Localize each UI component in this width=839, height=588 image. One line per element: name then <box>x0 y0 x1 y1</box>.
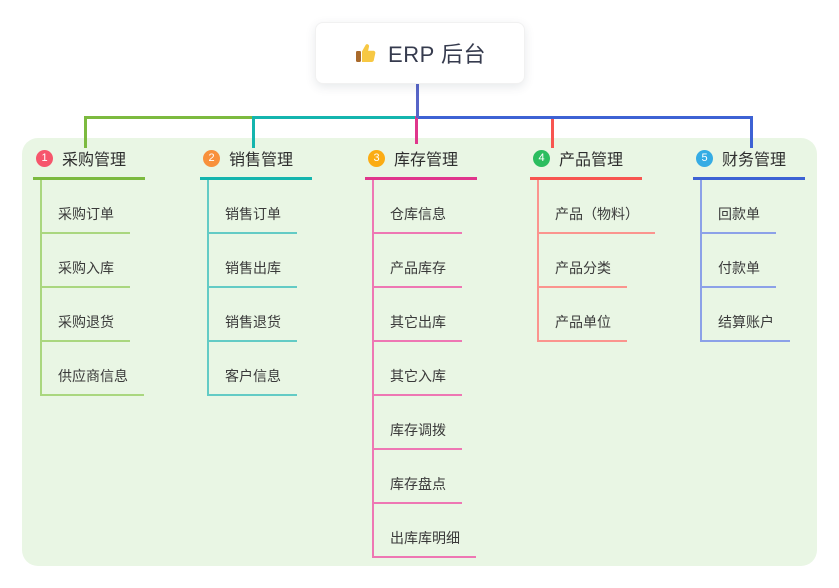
branch-sales: 2 销售管理 销售订单 销售出库 销售退货 客户信息 <box>200 146 370 396</box>
branch-number-badge: 1 <box>36 149 53 167</box>
child-label: 采购退货 <box>42 312 130 342</box>
child-node[interactable]: 采购入库 <box>42 234 203 288</box>
child-label: 回款单 <box>702 204 776 234</box>
child-node[interactable]: 其它出库 <box>374 288 535 342</box>
child-label: 其它入库 <box>374 366 462 396</box>
child-node[interactable]: 结算账户 <box>702 288 839 342</box>
branch-title: 库存管理 <box>394 152 459 169</box>
branch-number-badge: 4 <box>533 149 550 167</box>
child-node[interactable]: 供应商信息 <box>42 342 203 396</box>
child-node[interactable]: 产品库存 <box>374 234 535 288</box>
branch-children: 销售订单 销售出库 销售退货 客户信息 <box>207 180 370 396</box>
child-label: 库存盘点 <box>374 474 462 504</box>
child-label: 采购入库 <box>42 258 130 288</box>
child-label: 销售订单 <box>209 204 297 234</box>
child-label: 供应商信息 <box>42 366 144 396</box>
branch-number-badge: 3 <box>368 149 385 167</box>
branch-title: 产品管理 <box>559 152 624 169</box>
child-node[interactable]: 付款单 <box>702 234 839 288</box>
branch-number-badge: 5 <box>696 149 713 167</box>
child-label: 产品（物料） <box>539 204 655 234</box>
root-title: ERP 后台 <box>388 42 486 67</box>
child-node[interactable]: 客户信息 <box>209 342 370 396</box>
connector-branch3-drop <box>415 116 418 144</box>
branch-product: 4 产品管理 产品（物料） 产品分类 产品单位 <box>530 146 700 342</box>
child-node[interactable]: 出库库明细 <box>374 504 535 558</box>
connector-branch5-drop <box>750 116 753 148</box>
child-label: 其它出库 <box>374 312 462 342</box>
branch-children: 产品（物料） 产品分类 产品单位 <box>537 180 700 342</box>
branch-node[interactable]: 3 库存管理 <box>365 146 477 180</box>
branch-finance: 5 财务管理 回款单 付款单 结算账户 <box>693 146 839 342</box>
connector-branch1-drop <box>84 116 87 148</box>
root-node[interactable]: ERP 后台 <box>315 22 525 84</box>
child-node[interactable]: 销售订单 <box>209 180 370 234</box>
child-label: 仓库信息 <box>374 204 462 234</box>
branch-node[interactable]: 2 销售管理 <box>200 146 312 180</box>
branches-panel <box>22 138 817 566</box>
child-node[interactable]: 回款单 <box>702 180 839 234</box>
child-label: 采购订单 <box>42 204 130 234</box>
branch-node[interactable]: 4 产品管理 <box>530 146 642 180</box>
branch-node[interactable]: 5 财务管理 <box>693 146 805 180</box>
branch-children: 采购订单 采购入库 采购退货 供应商信息 <box>40 180 203 396</box>
child-node[interactable]: 销售出库 <box>209 234 370 288</box>
child-node[interactable]: 销售退货 <box>209 288 370 342</box>
child-node[interactable]: 库存调拨 <box>374 396 535 450</box>
child-node[interactable]: 采购退货 <box>42 288 203 342</box>
branch-children: 回款单 付款单 结算账户 <box>700 180 839 342</box>
child-label: 付款单 <box>702 258 776 288</box>
child-node[interactable]: 产品（物料） <box>539 180 700 234</box>
branch-title: 财务管理 <box>722 152 787 169</box>
child-label: 产品库存 <box>374 258 462 288</box>
connector-branch2-drop <box>252 116 255 148</box>
connector-branch5-horizontal <box>417 116 753 119</box>
child-node[interactable]: 产品分类 <box>539 234 700 288</box>
child-label: 结算账户 <box>702 312 790 342</box>
connector-branch2-horizontal <box>252 116 418 119</box>
branch-inventory: 3 库存管理 仓库信息 产品库存 其它出库 其它入库 库存调拨 库存盘点 出库库… <box>365 146 535 558</box>
child-node[interactable]: 产品单位 <box>539 288 700 342</box>
branch-children: 仓库信息 产品库存 其它出库 其它入库 库存调拨 库存盘点 出库库明细 <box>372 180 535 558</box>
branch-purchase: 1 采购管理 采购订单 采购入库 采购退货 供应商信息 <box>33 146 203 396</box>
child-node[interactable]: 库存盘点 <box>374 450 535 504</box>
branch-node[interactable]: 1 采购管理 <box>33 146 145 180</box>
branch-title: 销售管理 <box>229 152 294 169</box>
child-label: 库存调拨 <box>374 420 462 450</box>
branch-title: 采购管理 <box>62 152 127 169</box>
branch-number-badge: 2 <box>203 149 220 167</box>
child-label: 产品分类 <box>539 258 627 288</box>
child-node[interactable]: 采购订单 <box>42 180 203 234</box>
thumbs-up-icon <box>354 41 378 65</box>
child-label: 客户信息 <box>209 366 297 396</box>
child-label: 产品单位 <box>539 312 627 342</box>
child-label: 销售出库 <box>209 258 297 288</box>
connector-branch1-horizontal <box>84 116 418 119</box>
connector-branch4-drop <box>551 116 554 148</box>
child-node[interactable]: 仓库信息 <box>374 180 535 234</box>
child-node[interactable]: 其它入库 <box>374 342 535 396</box>
connector-root-stem <box>416 82 419 118</box>
child-label: 出库库明细 <box>374 528 476 558</box>
child-label: 销售退货 <box>209 312 297 342</box>
